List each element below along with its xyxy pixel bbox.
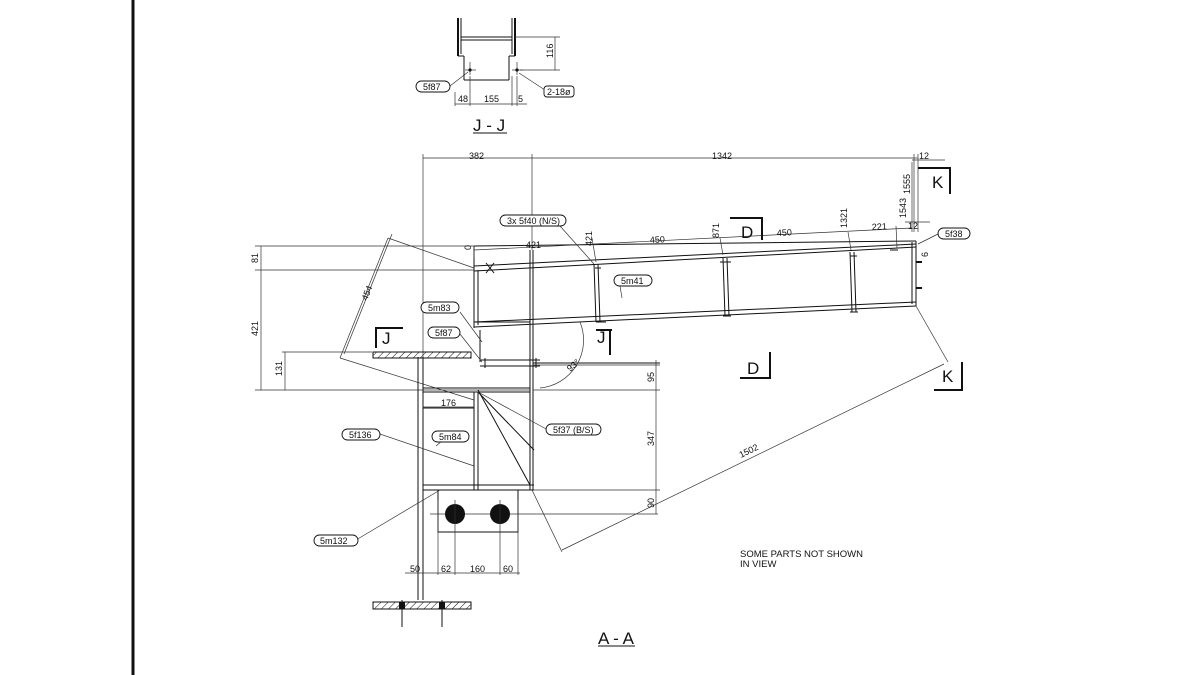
section-markers: [375, 167, 963, 391]
dim-421-top: 421: [526, 240, 541, 250]
section-jj-title: J - J: [473, 116, 505, 135]
tag-5f136: 5f136: [349, 430, 372, 440]
section-marker-d-top: D: [741, 223, 753, 242]
dim-1342: 1342: [712, 151, 732, 161]
dim-1502: 1502: [737, 442, 759, 460]
dim-221: 221: [872, 221, 888, 232]
dim-450-a: 450: [650, 234, 666, 245]
dim-421-rot: 421: [584, 231, 594, 246]
dim-450-b: 450: [777, 227, 793, 238]
dim-176: 176: [441, 398, 456, 408]
dim-454: 454: [360, 284, 375, 302]
dim-131: 131: [274, 361, 284, 376]
tag-5f87-jj: 5f87: [423, 82, 441, 92]
tag-5m132: 5m132: [320, 536, 348, 546]
section-aa-title: A - A: [598, 629, 635, 648]
dim-jj-155: 155: [484, 94, 499, 104]
dim-12-mid: 12: [908, 221, 918, 231]
dim-1543: 1543: [898, 198, 908, 218]
dim-jj-5: 5: [518, 94, 523, 104]
tag-5m83: 5m83: [428, 303, 451, 313]
tag-2-18: 2-18ø: [547, 87, 571, 97]
dim-60: 60: [503, 564, 513, 574]
dim-95: 95: [646, 372, 656, 382]
tag-3x5f40: 3x 5f40 (N/S): [507, 216, 560, 226]
dim-jj-116: 116: [545, 44, 555, 58]
dim-81: 81: [250, 253, 260, 263]
main-view-lines: [255, 154, 949, 647]
tag-5f37: 5f37 (B/S): [553, 425, 594, 435]
dim-421-left: 421: [250, 321, 260, 336]
tag-5m41: 5m41: [621, 276, 644, 286]
dim-1555: 1555: [902, 174, 912, 194]
dim-160: 160: [470, 564, 485, 574]
section-marker-j-right: J: [597, 328, 606, 347]
dim-50: 50: [410, 564, 420, 574]
section-marker-d-bottom: D: [747, 359, 759, 378]
dim-1321: 1321: [839, 208, 849, 228]
section-marker-k-bottom: K: [942, 367, 954, 386]
dim-62: 62: [441, 564, 451, 574]
note-line-1: SOME PARTS NOT SHOWN: [740, 549, 863, 560]
dim-347: 347: [646, 431, 656, 446]
dim-6: 6: [920, 252, 930, 257]
tag-5m84: 5m84: [439, 432, 462, 442]
tag-5f38: 5f38: [945, 229, 963, 239]
tag-5f87: 5f87: [435, 328, 453, 338]
dim-871: 871: [711, 223, 721, 238]
note-line-2: IN VIEW: [740, 559, 776, 570]
dim-jj-48: 48: [458, 94, 468, 104]
dim-90: 90: [646, 498, 656, 508]
dim-0: 0: [463, 245, 473, 250]
dim-382: 382: [469, 151, 484, 161]
section-jj-view: [449, 18, 560, 134]
section-marker-k-top: K: [932, 173, 944, 192]
dim-12-top: 12: [919, 151, 929, 161]
section-marker-j-left: J: [382, 329, 391, 348]
